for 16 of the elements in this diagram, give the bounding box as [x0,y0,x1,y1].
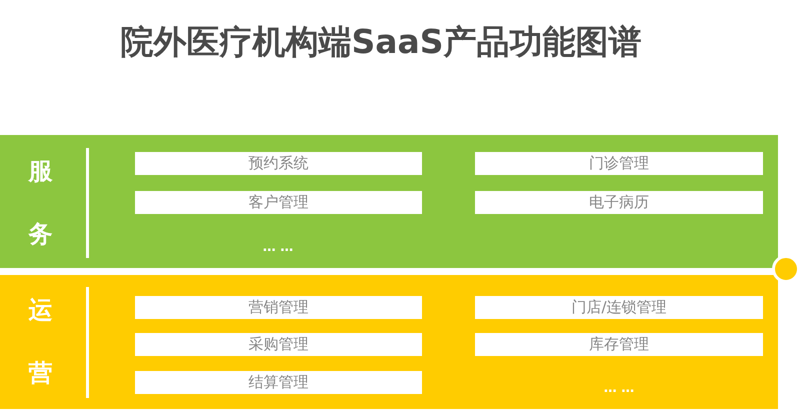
ellipsis-text: … … [262,240,294,256]
feature-box: 库存管理 [475,333,763,356]
feature-box: 门诊管理 [475,152,763,175]
feature-box: 电子病历 [475,191,763,214]
feature-box: 门店/连锁管理 [475,296,763,319]
category-heading: 服务 [28,156,53,250]
category-band [0,135,778,268]
category-heading: 运营 [28,295,53,389]
feature-box: 预约系统 [135,152,422,175]
feature-box: 营销管理 [135,296,422,319]
ellipsis-text: … … [604,381,634,397]
category-band [0,275,778,409]
feature-box: 结算管理 [135,371,422,394]
feature-box: 客户管理 [135,191,422,214]
feature-box: 采购管理 [135,333,422,356]
page-title: 院外医疗机构端SaaS产品功能图谱 [119,21,643,63]
